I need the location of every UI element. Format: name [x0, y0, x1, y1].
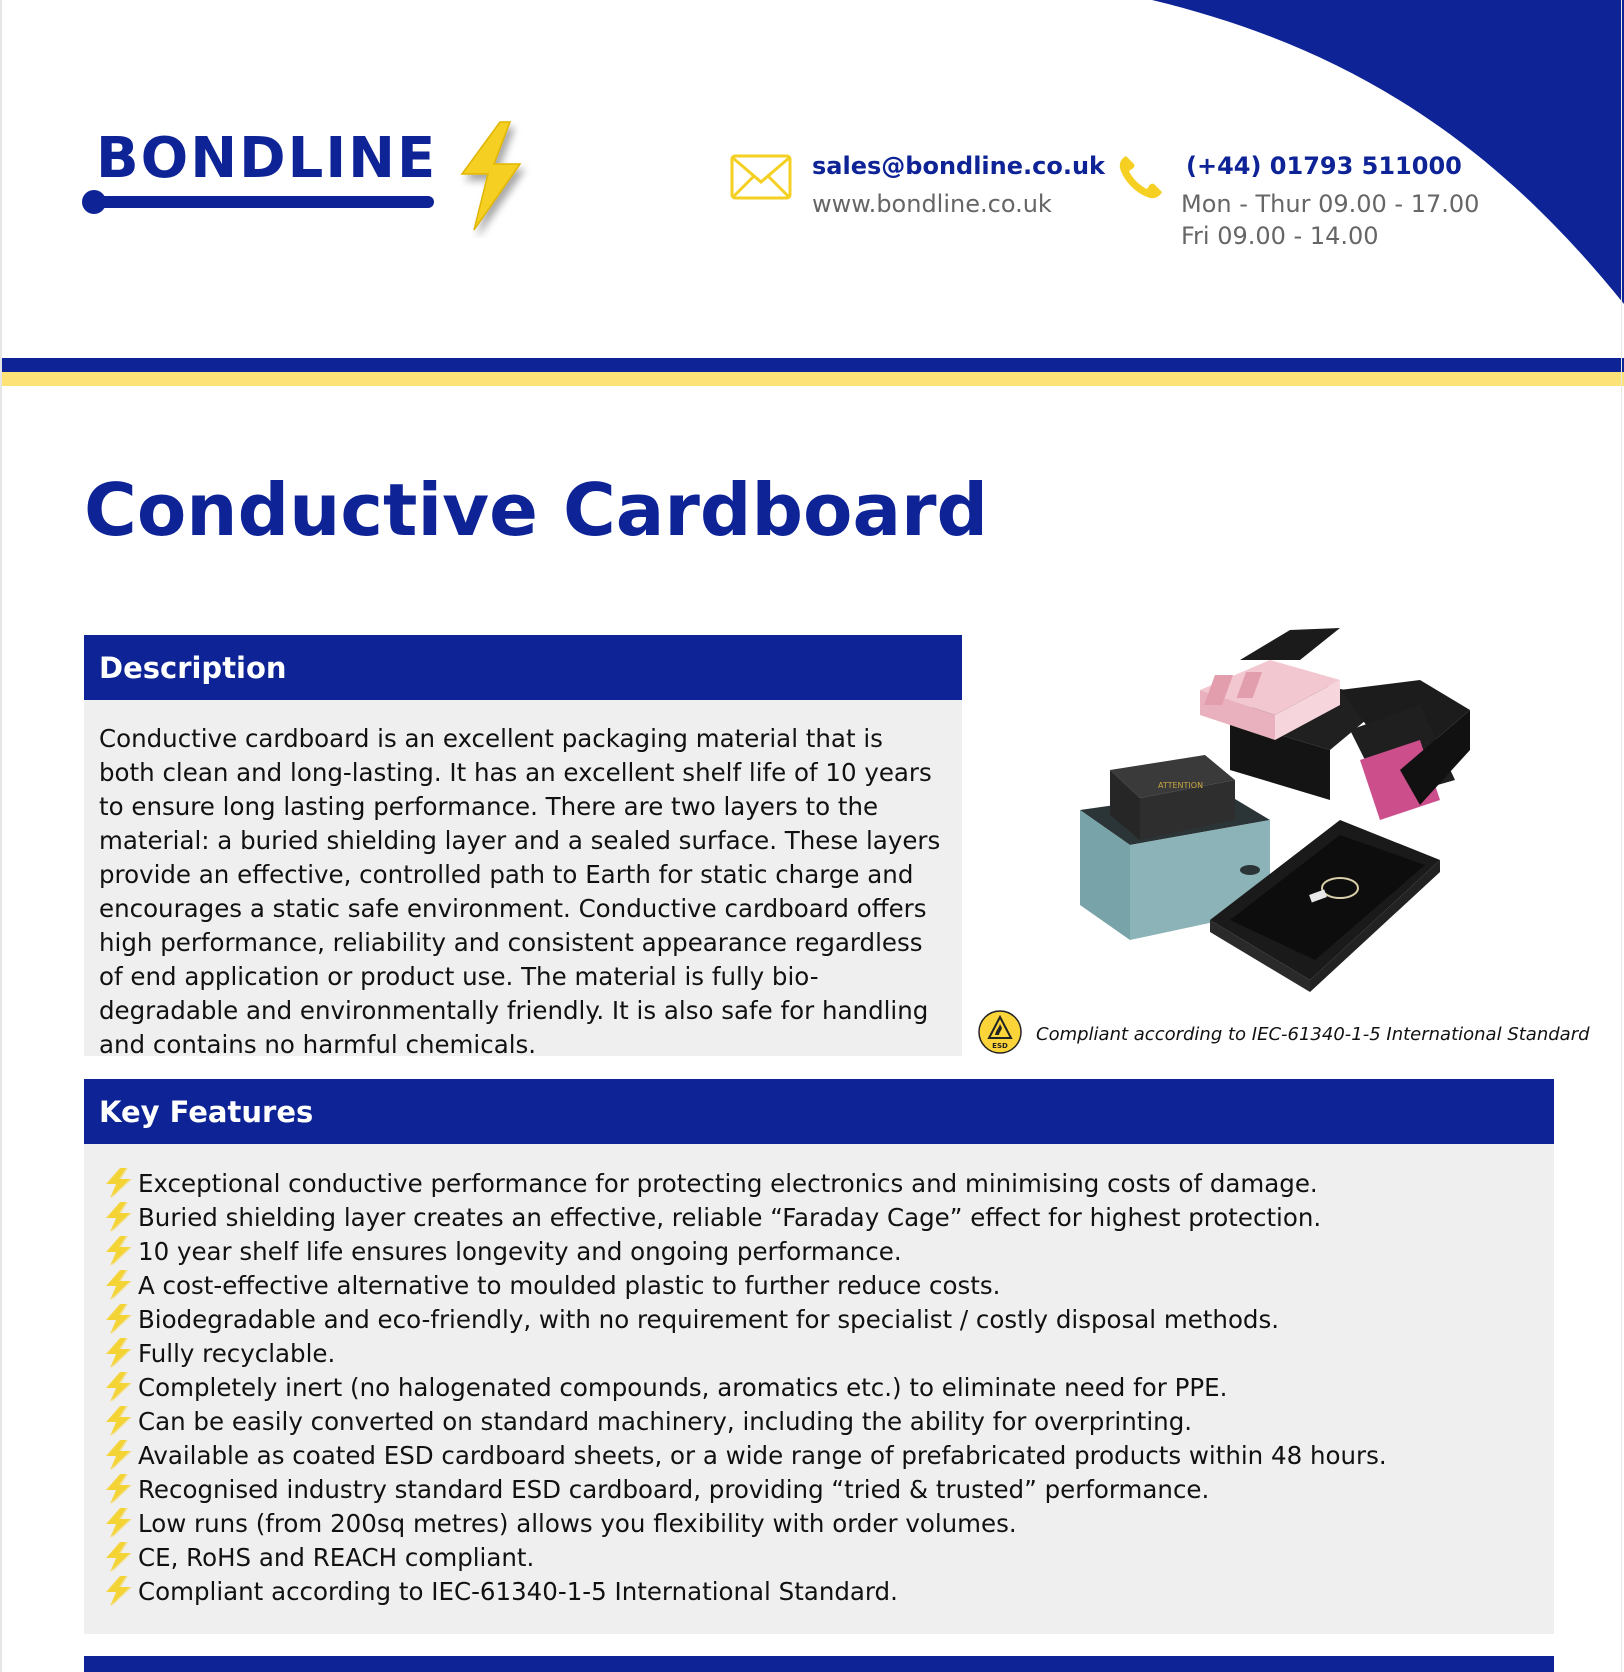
feature-text: Recognised industry standard ESD cardboa…	[138, 1474, 1210, 1504]
website-link[interactable]: www.bondline.co.uk	[812, 190, 1052, 218]
lightning-bolt-logo-icon	[460, 121, 522, 231]
lightning-bolt-icon	[106, 1576, 132, 1606]
feature-text: Biodegradable and eco-friendly, with no …	[138, 1304, 1280, 1334]
description-heading: Description	[84, 635, 962, 700]
key-features-list: Exceptional conductive performance for p…	[84, 1144, 1554, 1608]
feature-item: Completely inert (no halogenated compoun…	[98, 1370, 1554, 1404]
feature-item: A cost-effective alternative to moulded …	[98, 1268, 1554, 1302]
next-section-bar	[84, 1656, 1554, 1672]
esd-badge-icon: ESD	[978, 1010, 1022, 1054]
friday-hours: Fri 09.00 - 14.00	[1181, 222, 1379, 250]
feature-text: 10 year shelf life ensures longevity and…	[138, 1236, 902, 1266]
key-features-panel: Exceptional conductive performance for p…	[84, 1144, 1554, 1634]
envelope-icon	[730, 154, 792, 200]
feature-item: Fully recyclable.	[98, 1336, 1554, 1370]
description-panel: Conductive cardboard is an excellent pac…	[84, 700, 962, 1059]
lightning-bolt-icon	[106, 1270, 132, 1300]
page-header: BONDLINE sales@bondline.co.uk www.bondli…	[0, 0, 1624, 390]
logo-underline	[84, 196, 434, 208]
conductive-cardboard-boxes-image: ATTENTION	[1080, 628, 1470, 992]
corner-swoosh-decoration	[1152, 0, 1624, 304]
feature-item: CE, RoHS and REACH compliant.	[98, 1540, 1554, 1574]
key-features-heading: Key Features	[84, 1079, 1554, 1144]
feature-item: Buried shielding layer creates an effect…	[98, 1200, 1554, 1234]
feature-text: Buried shielding layer creates an effect…	[138, 1202, 1322, 1232]
logo-underline-dot	[82, 190, 106, 214]
feature-item: Biodegradable and eco-friendly, with no …	[98, 1302, 1554, 1336]
bondline-logo[interactable]: BONDLINE	[82, 118, 524, 248]
feature-text: Exceptional conductive performance for p…	[138, 1168, 1318, 1198]
lightning-bolt-icon	[106, 1474, 132, 1504]
yellow-stripe	[0, 372, 1624, 386]
feature-item: 10 year shelf life ensures longevity and…	[98, 1234, 1554, 1268]
phone-icon	[1119, 156, 1162, 199]
feature-item: Low runs (from 200sq metres) allows you …	[98, 1506, 1554, 1540]
feature-text: Low runs (from 200sq metres) allows you …	[138, 1508, 1017, 1538]
lightning-bolt-icon	[106, 1304, 132, 1334]
page-title: Conductive Cardboard	[84, 468, 989, 552]
feature-text: Fully recyclable.	[138, 1338, 336, 1368]
weekday-hours: Mon - Thur 09.00 - 17.00	[1181, 190, 1480, 218]
lightning-bolt-icon	[106, 1202, 132, 1232]
lightning-bolt-icon	[106, 1406, 132, 1436]
attention-label: ATTENTION	[1158, 781, 1203, 790]
phone-link[interactable]: (+44) 01793 511000	[1186, 152, 1462, 180]
feature-text: Compliant according to IEC-61340-1-5 Int…	[138, 1576, 898, 1606]
feature-text: CE, RoHS and REACH compliant.	[138, 1542, 535, 1572]
feature-item: Compliant according to IEC-61340-1-5 Int…	[98, 1574, 1554, 1608]
compliance-text: Compliant according to IEC-61340-1-5 Int…	[1036, 1024, 1590, 1045]
esd-badge-label: ESD	[992, 1042, 1008, 1050]
feature-item: Available as coated ESD cardboard sheets…	[98, 1438, 1554, 1472]
compliance-note: ESD Compliant according to IEC-61340-1-5…	[978, 1008, 1590, 1056]
feature-text: A cost-effective alternative to moulded …	[138, 1270, 1001, 1300]
lightning-bolt-icon	[106, 1236, 132, 1266]
header-stripes	[0, 358, 1624, 386]
logo-wordmark: BONDLINE	[96, 126, 438, 191]
feature-text: Can be easily converted on standard mach…	[138, 1406, 1193, 1436]
feature-item: Can be easily converted on standard mach…	[98, 1404, 1554, 1438]
feature-item: Exceptional conductive performance for p…	[98, 1166, 1554, 1200]
blue-stripe	[0, 358, 1624, 372]
lightning-bolt-icon	[106, 1372, 132, 1402]
feature-text: Available as coated ESD cardboard sheets…	[138, 1440, 1387, 1470]
feature-text: Completely inert (no halogenated compoun…	[138, 1372, 1228, 1402]
lightning-bolt-icon	[106, 1542, 132, 1572]
lightning-bolt-icon	[106, 1440, 132, 1470]
lightning-bolt-icon	[106, 1338, 132, 1368]
description-text: Conductive cardboard is an excellent pac…	[99, 724, 941, 1059]
feature-item: Recognised industry standard ESD cardboa…	[98, 1472, 1554, 1506]
email-link[interactable]: sales@bondline.co.uk	[812, 152, 1106, 180]
lightning-bolt-icon	[106, 1168, 132, 1198]
lightning-bolt-icon	[106, 1508, 132, 1538]
